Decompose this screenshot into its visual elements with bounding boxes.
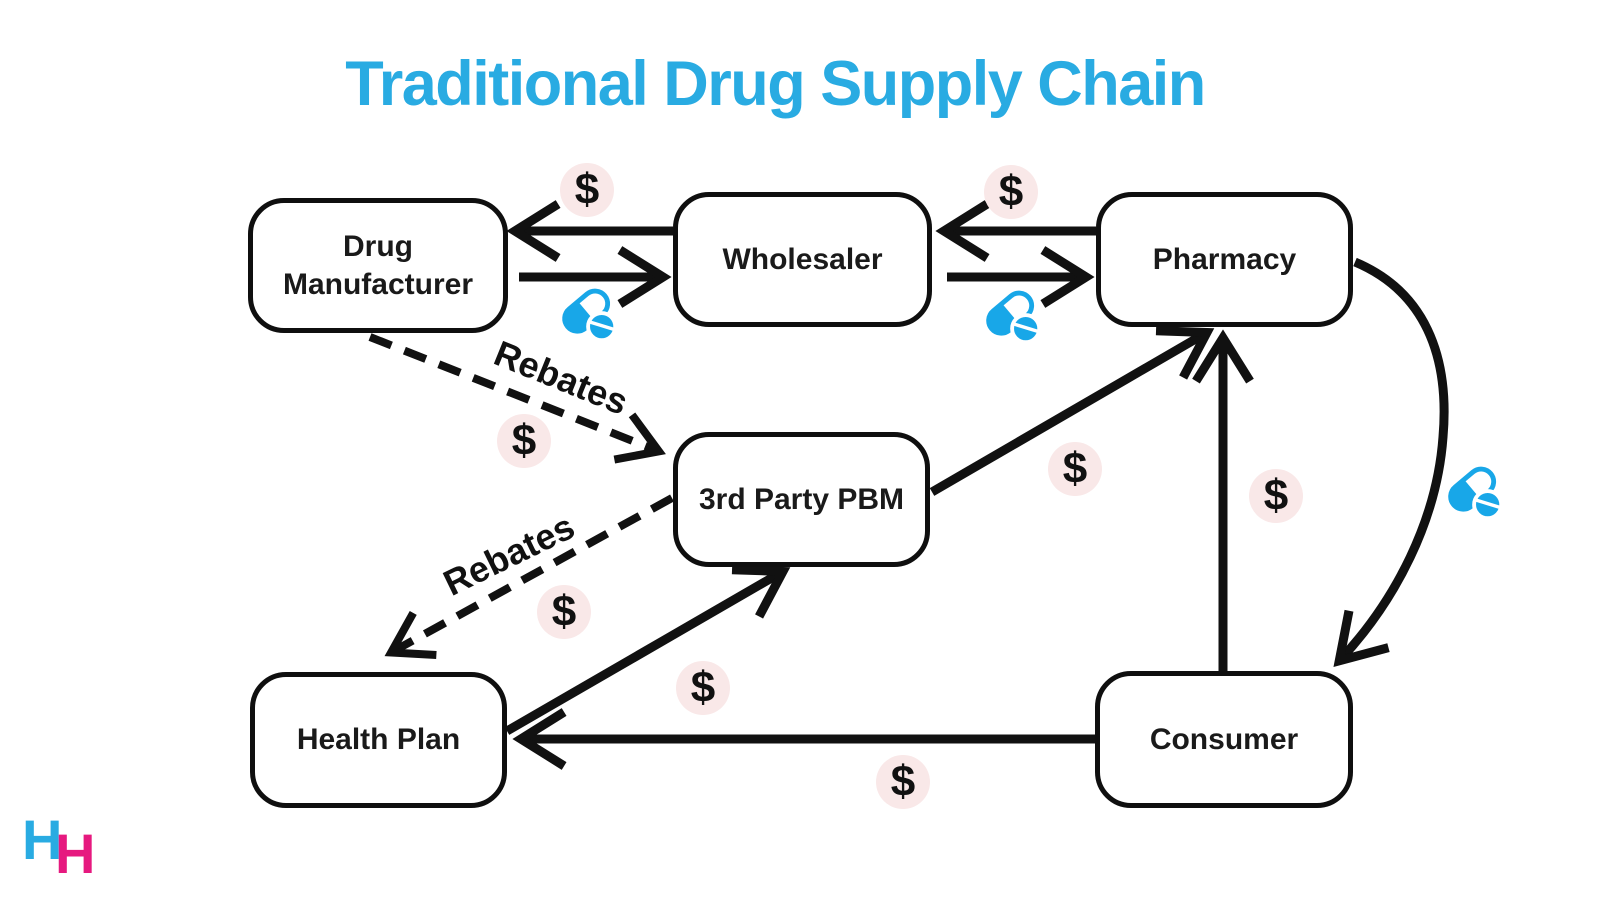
dollar-badge: $ bbox=[560, 163, 614, 217]
pill-icon bbox=[984, 286, 1046, 348]
dollar-badge: $ bbox=[676, 661, 730, 715]
arrow-manufacturer-to-pbm-rebates bbox=[368, 333, 666, 464]
dollar-badge: $ bbox=[1048, 442, 1102, 496]
node-wholesaler: Wholesaler bbox=[673, 192, 932, 327]
node-label: 3rd Party PBM bbox=[698, 482, 905, 516]
dollar-badge: $ bbox=[497, 414, 551, 468]
pill-icon bbox=[1446, 462, 1508, 524]
node-3rd-party-pbm: 3rd Party PBM bbox=[673, 432, 930, 567]
node-pharmacy: Pharmacy bbox=[1096, 192, 1353, 327]
dollar-badge: $ bbox=[876, 755, 930, 809]
node-drug-manufacturer: Drug Manufacturer bbox=[248, 198, 508, 333]
arrow-pharmacy-to-consumer-drugs bbox=[1333, 257, 1449, 668]
node-label: Wholesaler bbox=[722, 242, 883, 276]
node-label: Pharmacy bbox=[1152, 242, 1297, 276]
arrow-health-plan-to-pbm-payment bbox=[504, 565, 791, 735]
arrow-pbm-to-pharmacy-payment bbox=[929, 326, 1215, 496]
node-label: Drug Manufacturer bbox=[282, 230, 474, 301]
arrow-pbm-to-health-plan-rebates bbox=[384, 494, 674, 659]
node-label: Health Plan bbox=[296, 723, 461, 757]
node-label: Consumer bbox=[1149, 722, 1299, 756]
dollar-badge: $ bbox=[537, 585, 591, 639]
node-consumer: Consumer bbox=[1095, 671, 1353, 808]
page-title: Traditional Drug Supply Chain bbox=[345, 49, 1206, 119]
logo-letter-pink: H bbox=[55, 822, 96, 885]
logo-letter-blue: H bbox=[22, 808, 63, 871]
dollar-badge: $ bbox=[984, 165, 1038, 219]
pill-icon bbox=[560, 284, 622, 346]
dollar-badge: $ bbox=[1249, 469, 1303, 523]
node-health-plan: Health Plan bbox=[250, 672, 507, 808]
